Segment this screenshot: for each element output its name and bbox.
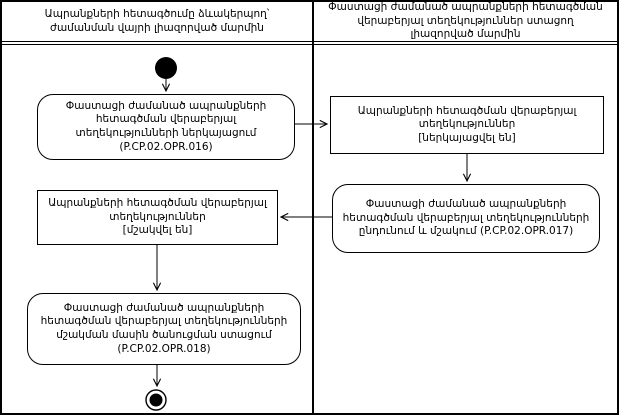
state-box-submitted-state: [ներկայացվել են] (418, 131, 516, 144)
action-box-016-text: Փաստացի ժամանած ապրանքների հետագծման վեր… (46, 100, 286, 155)
action-box-016-code: (P.CP.02.OPR.016) (119, 140, 213, 153)
lane-header-origin-authority: Ապրանքների հետագծումը ձևակերպող՝ ժամանմա… (44, 8, 270, 34)
lane-divider-line (312, 2, 314, 413)
action-box-016-label: Փաստացի ժամանած ապրանքների հետագծման վեր… (65, 99, 267, 139)
header-separator-line-bottom (2, 44, 617, 45)
lane-header-receiving-authority: Փաստացի ժամանած ապրանքների հետագծման վեր… (328, 1, 603, 41)
state-box-processed-label: Ապրանքների հետագծման վերաբերյալ տեղեկութ… (48, 197, 267, 223)
action-box-017-label: Փաստացի ժամանած ապրանքների հետագծման վեր… (342, 198, 590, 238)
header-separator-line-top (2, 41, 617, 42)
action-box-018: Փաստացի ժամանած ապրանքների հետագծման վեր… (27, 293, 301, 365)
action-box-017-text: Փաստացի ժամանած ապրանքների հետագծման վեր… (341, 198, 591, 239)
action-box-018-label: Փաստացի ժամանած ապրանքների հետագծման վեր… (40, 301, 288, 341)
action-box-016: Փաստացի ժամանած ապրանքների հետագծման վեր… (37, 94, 295, 160)
start-node-icon (155, 57, 177, 79)
action-box-018-code: (P.CP.02.OPR.018) (117, 342, 211, 355)
state-box-submitted-text: Ապրանքների հետագծման վերաբերյալ տեղեկութ… (339, 105, 595, 146)
action-box-017-code: (P.CP.02.OPR.017) (480, 225, 574, 238)
state-box-processed-state: [մշակվել են] (122, 224, 193, 237)
end-node-icon (145, 389, 167, 411)
state-box-processed: Ապրանքների հետագծման վերաբերյալ տեղեկութ… (37, 190, 278, 245)
state-box-submitted-label: Ապրանքների հետագծման վերաբերյալ տեղեկութ… (357, 104, 577, 131)
state-box-submitted: Ապրանքների հետագծման վերաբերյալ տեղեկութ… (330, 96, 604, 154)
action-box-018-text: Փաստացի ժամանած ապրանքների հետագծման վեր… (36, 302, 292, 357)
state-box-processed-text: Ապրանքների հետագծման վերաբերյալ տեղեկութ… (46, 197, 269, 238)
action-box-017: Փաստացի ժամանած ապրանքների հետագծման վեր… (332, 184, 600, 253)
